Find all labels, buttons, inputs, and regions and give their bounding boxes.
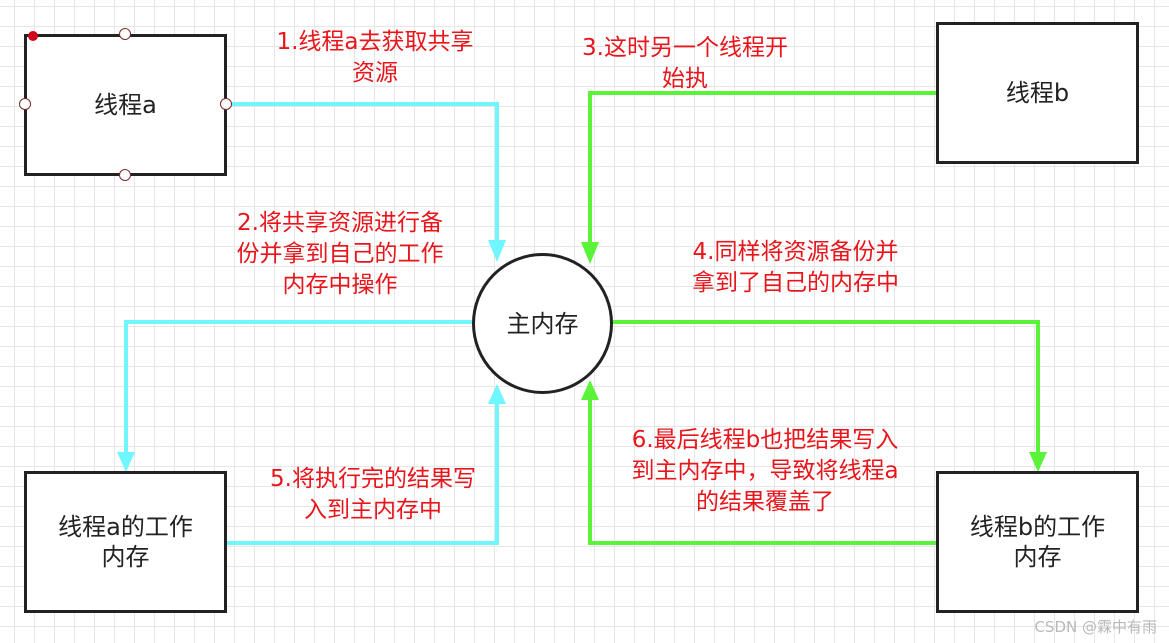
arrowhead-step3 [581,242,599,264]
arrowhead-step4 [1029,452,1047,472]
edge-label-step2: 2.将共享资源进行备 份并拿到自己的工作 内存中操作 [236,210,444,298]
selection-corner-dot[interactable] [28,31,38,41]
edge-thread-b-work-to-main-memory[interactable] [588,392,937,545]
watermark: CSDN @霖中有雨 [1034,618,1157,636]
node-thread-b-label: 线程b [1005,79,1070,107]
arrowhead-step5 [488,384,506,404]
resize-handle-top[interactable] [119,28,131,40]
edge-label-step6: 6.最后线程b也把结果写入 到主内存中，导致将线程a 的结果覆盖了 [631,427,899,515]
node-thread-b-work-memory-label: 线程b的工作 内存 [969,513,1106,571]
edge-thread-a-work-to-main-memory[interactable] [226,395,499,545]
arrowhead-step6 [581,380,599,400]
edge-label-step3: 3.这时另一个线程开 始执 [582,35,788,92]
edge-thread-a-to-main-memory[interactable] [226,102,499,248]
edge-main-memory-to-thread-b-work[interactable] [613,320,1040,460]
node-thread-a-label: 线程a [94,91,157,119]
node-thread-b-work-memory[interactable]: 线程b的工作 内存 [936,471,1139,613]
resize-handle-right[interactable] [220,98,232,110]
node-thread-a-work-memory[interactable]: 线程a的工作 内存 [24,471,227,613]
edge-label-step1: 1.线程a去获取共享 资源 [276,29,474,86]
edge-thread-b-to-main-memory[interactable] [588,91,937,250]
node-main-memory-label: 主内存 [506,309,579,338]
node-thread-b[interactable]: 线程b [936,22,1139,164]
edge-main-memory-to-thread-a-work[interactable] [124,320,472,460]
resize-handle-bottom[interactable] [119,169,131,181]
arrowhead-step2 [117,452,135,472]
resize-handle-left[interactable] [19,98,31,110]
edge-label-step4: 4.同样将资源备份并 拿到了自己的内存中 [692,239,899,296]
node-thread-a-work-memory-label: 线程a的工作 内存 [58,513,193,571]
node-thread-a[interactable]: 线程a [24,34,227,176]
edge-label-step5: 5.将执行完的结果写 入到主内存中 [270,466,476,523]
arrowhead-step1 [488,240,506,262]
node-main-memory[interactable]: 主内存 [472,253,613,394]
